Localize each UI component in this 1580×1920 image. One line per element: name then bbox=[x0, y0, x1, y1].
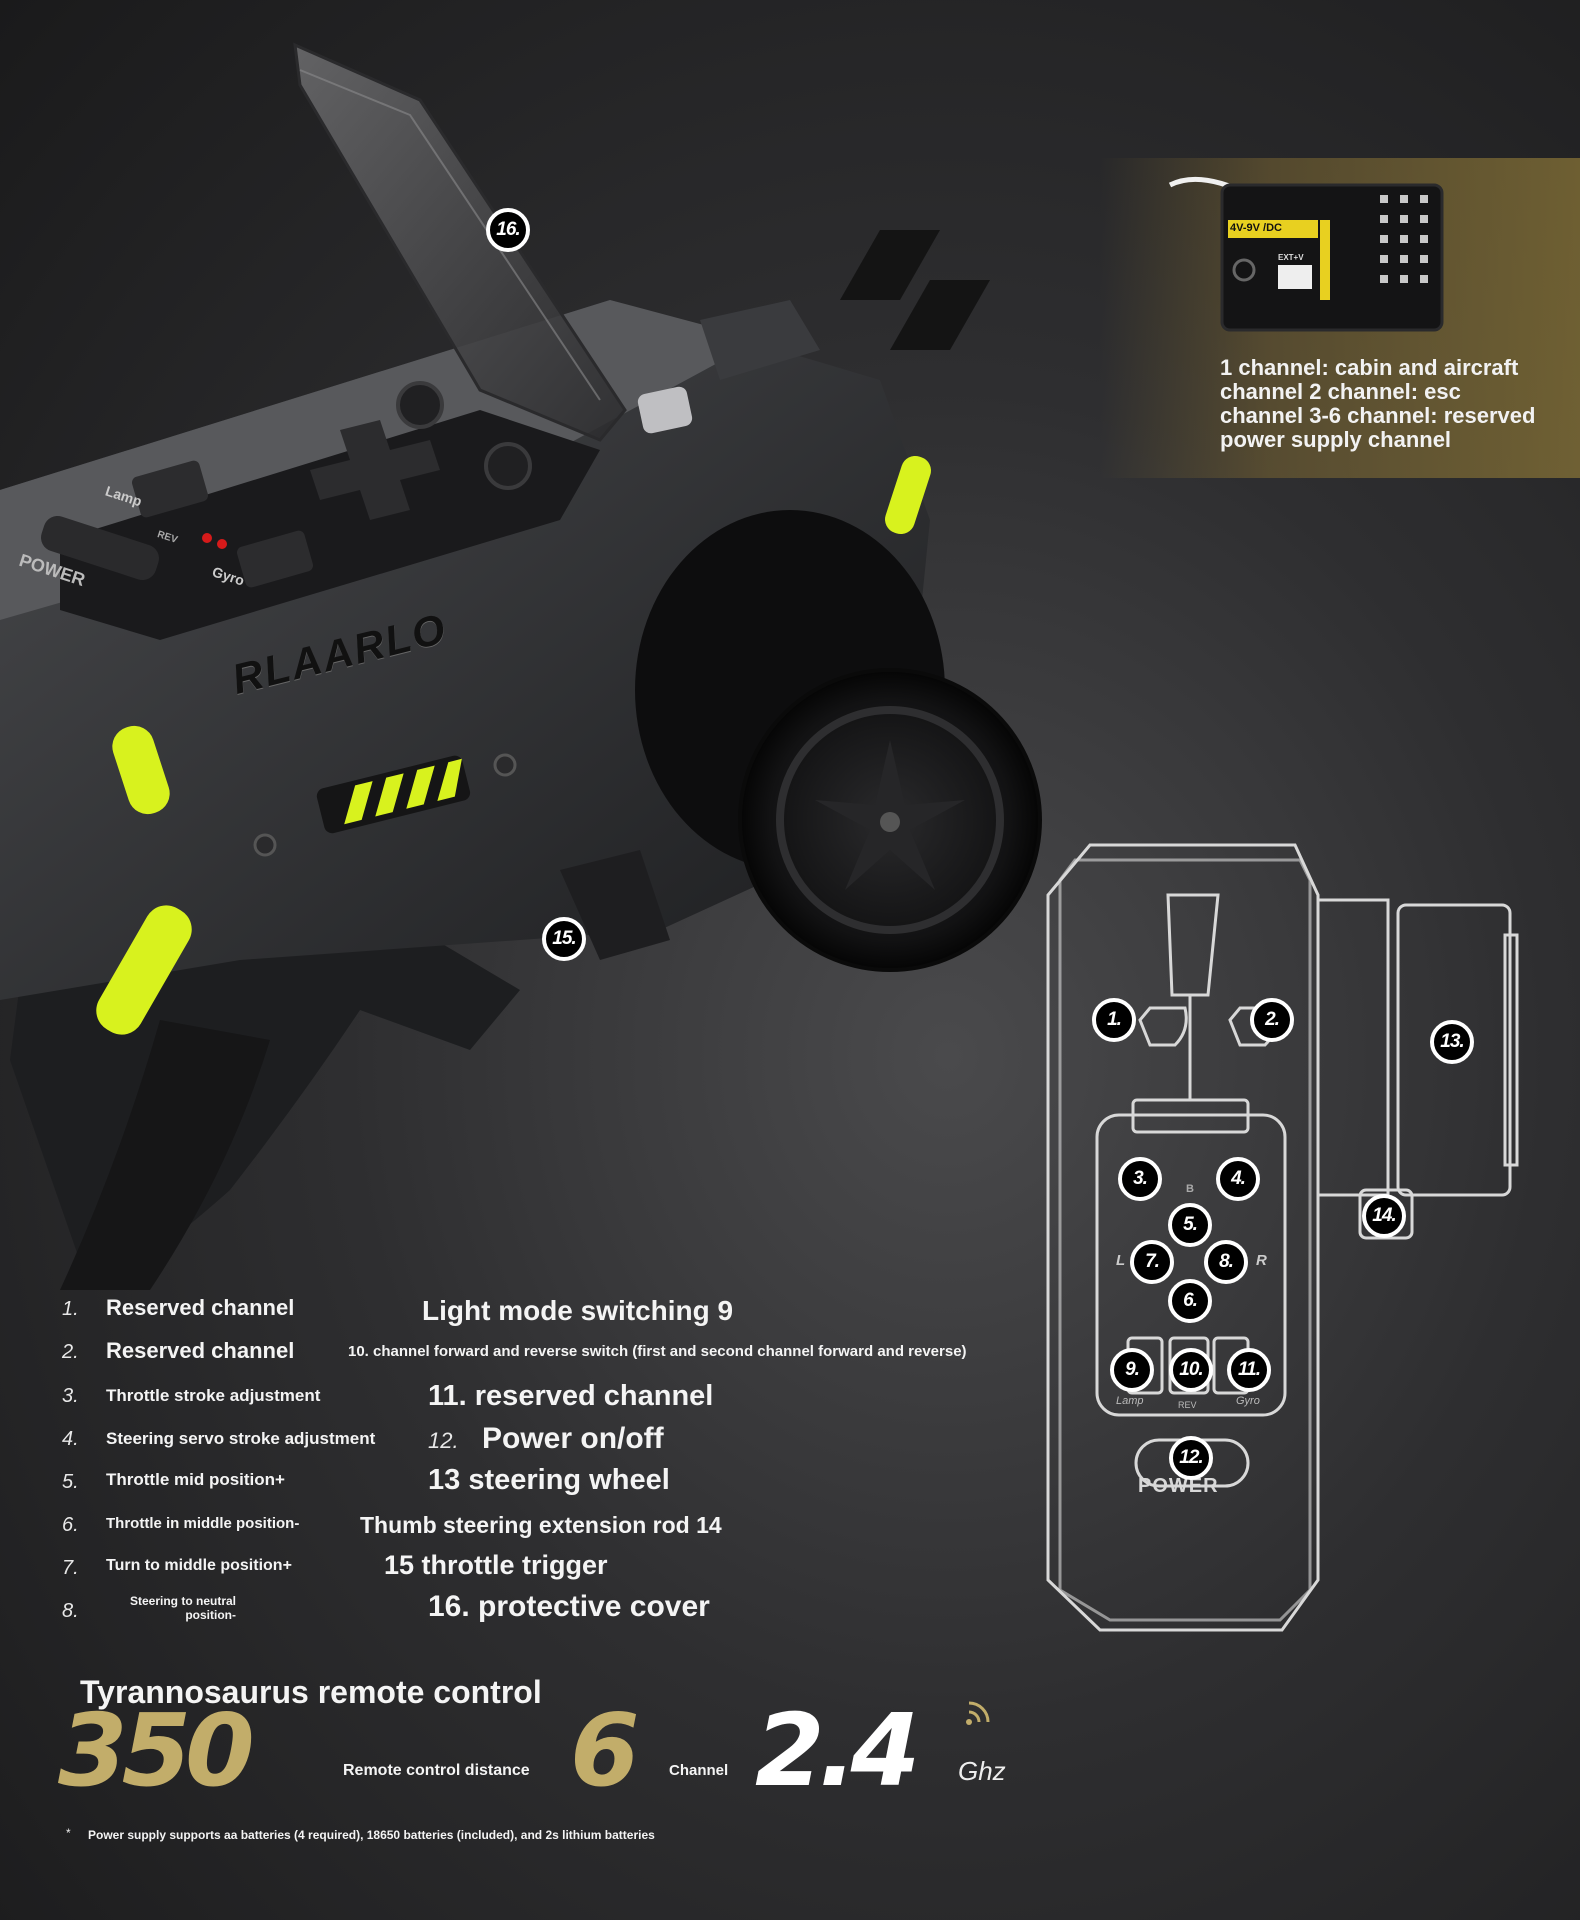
legend-number: 8. bbox=[62, 1600, 79, 1622]
distance-value: 350 bbox=[58, 1692, 255, 1809]
callout-3: 3. bbox=[1118, 1157, 1162, 1201]
legend-item: 13 steering wheel bbox=[428, 1464, 670, 1496]
footnote-text: Power supply supports aa batteries (4 re… bbox=[88, 1828, 655, 1842]
legend-item: Light mode switching 9 bbox=[422, 1295, 734, 1326]
channel-label: Channel bbox=[669, 1762, 729, 1779]
product-title: Tyrannosaurus remote control bbox=[80, 1674, 542, 1710]
callout-15: 15. bbox=[542, 917, 586, 961]
led-indicator bbox=[217, 539, 227, 549]
diagram-rev-label: REV bbox=[1178, 1400, 1197, 1410]
legend-item: Steering to neutral position- bbox=[129, 1594, 236, 1622]
side-ridge bbox=[700, 300, 820, 380]
callout-16: 16. bbox=[486, 208, 530, 252]
throttle-knob bbox=[396, 381, 444, 429]
callout-5: 5. bbox=[1168, 1203, 1212, 1247]
diagram-lamp-label: Lamp bbox=[1116, 1395, 1144, 1407]
callout-13: 13. bbox=[1430, 1020, 1474, 1064]
legend-item: Throttle stroke adjustment bbox=[106, 1386, 321, 1405]
legend-number: 4. bbox=[62, 1428, 79, 1450]
legend-number: 2. bbox=[62, 1341, 79, 1363]
distance-label: Remote control distance bbox=[343, 1762, 530, 1779]
legend-item: 15 throttle trigger bbox=[384, 1550, 608, 1580]
legend-item: 16. protective cover bbox=[428, 1590, 710, 1623]
wheel-rim-inner bbox=[776, 706, 1004, 934]
legend-number: 6. bbox=[62, 1514, 79, 1536]
legend-item: Turn to middle position+ bbox=[106, 1557, 292, 1574]
receiver-line: power supply channel bbox=[1220, 427, 1452, 452]
legend-number: 7. bbox=[62, 1557, 79, 1579]
throttle-trigger bbox=[560, 850, 670, 960]
gyro-button bbox=[236, 530, 314, 588]
control-panel bbox=[60, 410, 600, 640]
receiver-voltage-label: 4V-9V /DC bbox=[1230, 222, 1282, 234]
footnote-mark: * bbox=[66, 1826, 71, 1840]
wheel-center bbox=[880, 812, 900, 832]
legend-item: Reserved channel bbox=[106, 1295, 295, 1320]
legend-item: Steering servo stroke adjustment bbox=[106, 1429, 376, 1448]
receiver-channel-info: 1 channel: cabin and aircraft channel 2 … bbox=[1220, 356, 1535, 452]
callout-14: 14. bbox=[1362, 1194, 1406, 1238]
frequency-unit: Ghz bbox=[958, 1756, 1006, 1786]
legend-item: Reserved channel bbox=[106, 1338, 295, 1363]
callout-6: 6. bbox=[1168, 1279, 1212, 1323]
receiver-line: channel 2 channel: esc bbox=[1220, 379, 1461, 404]
receiver-ext-label: EXT+V bbox=[1278, 253, 1304, 262]
legend-item: Throttle in middle position- bbox=[106, 1515, 300, 1532]
callout-1: 1. bbox=[1092, 998, 1136, 1042]
callout-9: 9. bbox=[1110, 1348, 1154, 1392]
power-switch bbox=[41, 515, 159, 581]
wireless-signal-icon bbox=[966, 1701, 990, 1725]
deco-stripe bbox=[840, 230, 940, 300]
steering-knob bbox=[484, 442, 532, 490]
channel-value: 6 bbox=[570, 1692, 640, 1809]
top-button bbox=[637, 386, 693, 434]
diagram-gyro-label: Gyro bbox=[1236, 1395, 1260, 1407]
hazard-stripes bbox=[316, 755, 471, 834]
protective-cover bbox=[293, 42, 627, 442]
legend-number: 3. bbox=[62, 1385, 79, 1407]
screw bbox=[253, 833, 277, 857]
legend-item: Throttle mid position+ bbox=[106, 1470, 285, 1489]
legend-number: 1. bbox=[62, 1298, 79, 1320]
receiver-line: 1 channel: cabin and aircraft bbox=[1220, 355, 1519, 380]
legend-number: 5. bbox=[62, 1471, 79, 1493]
deco-stripe bbox=[890, 280, 990, 350]
dpad bbox=[310, 420, 440, 520]
grip-texture bbox=[60, 1020, 270, 1290]
callout-12: 12. bbox=[1169, 1436, 1213, 1480]
accent-light bbox=[96, 905, 192, 1035]
accent-light bbox=[112, 725, 170, 815]
legend-item: Thumb steering extension rod 14 bbox=[360, 1512, 722, 1538]
diagram-letter-l: L bbox=[1116, 1252, 1126, 1269]
callout-8: 8. bbox=[1204, 1240, 1248, 1284]
callout-4: 4. bbox=[1216, 1157, 1260, 1201]
receiver-unit bbox=[1168, 176, 1444, 332]
diagram-letter-r: R bbox=[1256, 1252, 1267, 1269]
lamp-button bbox=[131, 460, 209, 518]
legend-number: 12. bbox=[428, 1428, 459, 1453]
callout-7: 7. bbox=[1130, 1240, 1174, 1284]
callout-11: 11. bbox=[1227, 1348, 1271, 1392]
schematic-diagram bbox=[1046, 843, 1519, 1632]
accent-light bbox=[885, 455, 931, 535]
callout-2: 2. bbox=[1250, 998, 1294, 1042]
screw bbox=[493, 753, 517, 777]
cover-edge bbox=[299, 69, 601, 401]
legend-item: 10. channel forward and reverse switch (… bbox=[348, 1343, 967, 1360]
callout-10: 10. bbox=[1169, 1348, 1213, 1392]
led-indicator bbox=[202, 533, 212, 543]
diagram-power-label: POWER bbox=[1138, 1475, 1219, 1497]
receiver-line: channel 3-6 channel: reserved bbox=[1220, 403, 1536, 428]
legend-item: 11. reserved channel bbox=[428, 1380, 714, 1412]
legend-item: Power on/off bbox=[482, 1422, 664, 1455]
diagram-letter-b: B bbox=[1186, 1183, 1194, 1195]
frequency-value: 2.4 bbox=[755, 1692, 920, 1809]
